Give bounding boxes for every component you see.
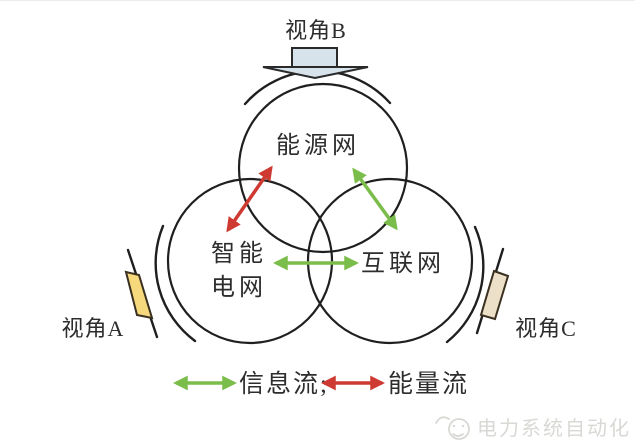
- watermark: 电力系统自动化: [435, 416, 631, 440]
- perspective-c-label: 视角C: [515, 316, 577, 341]
- legend: 信息流; 能量流: [173, 370, 469, 398]
- view-c-arc: [445, 225, 485, 344]
- energy-net-label: 能源网: [276, 132, 360, 159]
- view-b-down-arrow-icon: [262, 47, 369, 80]
- view-b-arrow-body: [291, 47, 338, 68]
- perspective-b-label: 视角B: [285, 18, 347, 43]
- smart-grid-label-line1: 智能: [211, 240, 267, 267]
- view-c-marker-icon: [479, 269, 510, 321]
- smart-grid-label-line2: 电网: [211, 274, 267, 301]
- info-flow-arrow-top-right: [352, 167, 398, 231]
- energy-net-circle: [237, 82, 409, 254]
- internet-label: 互联网: [361, 250, 445, 277]
- view-a-marker-icon: [124, 270, 154, 320]
- watermark-text: 电力系统自动化: [477, 417, 631, 440]
- legend-info-flow-label: 信息流;: [239, 370, 329, 398]
- view-a-arc: [154, 224, 197, 343]
- energy-flow-arrow-top-left: [226, 165, 273, 233]
- perspective-a-label: 视角A: [62, 316, 125, 341]
- watermark-logo-icon: [435, 416, 470, 440]
- legend-energy-flow-label: 能量流: [388, 370, 469, 398]
